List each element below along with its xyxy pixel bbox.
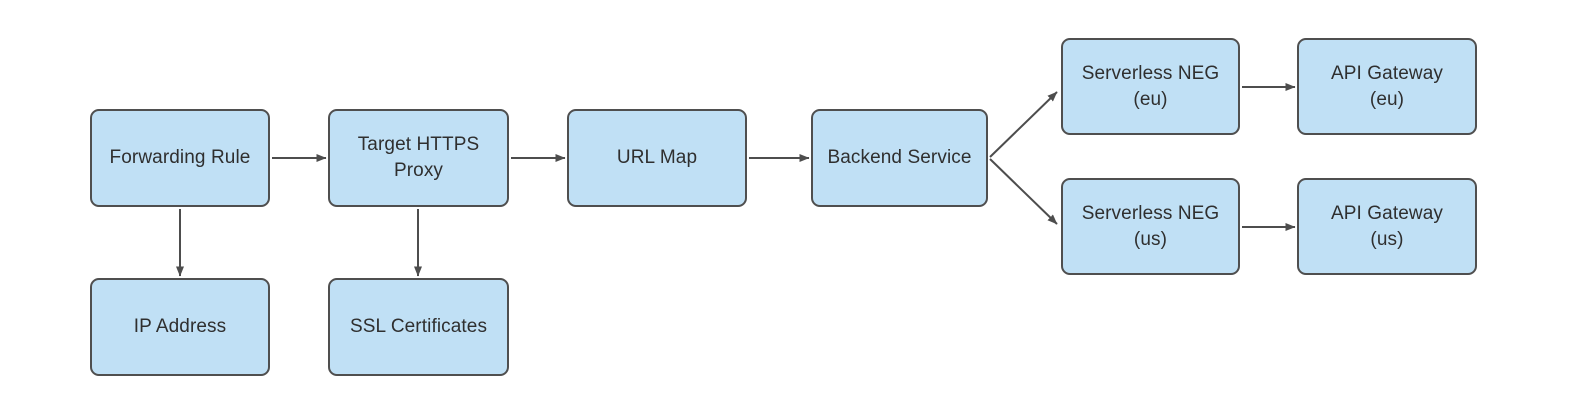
- node-forwarding-rule[interactable]: Forwarding Rule: [90, 109, 270, 207]
- node-api-gateway-us-label: API Gateway (us): [1331, 202, 1443, 250]
- edge-backend-service-to-serverless-neg-us: [989, 158, 1058, 225]
- node-serverless-neg-eu[interactable]: Serverless NEG (eu): [1061, 38, 1240, 135]
- node-ssl-certificates[interactable]: SSL Certificates: [328, 278, 509, 376]
- node-backend-service-label: Backend Service: [827, 147, 972, 168]
- node-api-gateway-eu[interactable]: API Gateway (eu): [1297, 38, 1477, 135]
- node-api-gateway-us[interactable]: API Gateway (us): [1297, 178, 1477, 275]
- node-serverless-neg-eu-label: Serverless NEG (eu): [1081, 62, 1220, 110]
- node-url-map[interactable]: URL Map: [567, 109, 747, 207]
- node-serverless-neg-us[interactable]: Serverless NEG (us): [1061, 178, 1240, 275]
- edge-backend-service-to-serverless-neg-eu: [989, 91, 1058, 158]
- node-url-map-label: URL Map: [616, 147, 698, 168]
- node-ssl-certificates-label: SSL Certificates: [349, 316, 488, 337]
- node-forwarding-rule-label: Forwarding Rule: [109, 147, 251, 168]
- node-serverless-neg-us-label: Serverless NEG (us): [1081, 202, 1220, 250]
- node-api-gateway-eu-label: API Gateway (eu): [1331, 62, 1443, 110]
- node-backend-service[interactable]: Backend Service: [811, 109, 988, 207]
- node-target-https-proxy-label: Target HTTPS Proxy: [357, 134, 480, 181]
- node-ip-address-label: IP Address: [133, 316, 227, 337]
- node-target-https-proxy[interactable]: Target HTTPS Proxy: [328, 109, 509, 207]
- node-ip-address[interactable]: IP Address: [90, 278, 270, 376]
